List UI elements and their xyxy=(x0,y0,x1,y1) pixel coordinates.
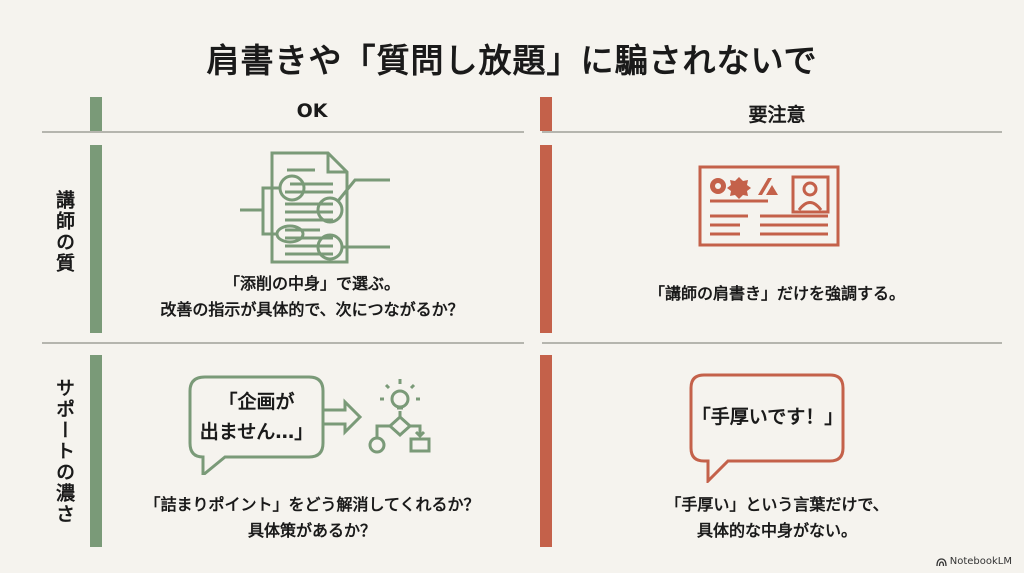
caution-row-bar xyxy=(540,145,552,333)
caution-caption-support-depth: 「手厚い」という言葉だけで、 具体的な中身がない。 xyxy=(665,495,889,540)
ok-caption-support-depth: 「詰まりポイント」をどう解消してくれるか？ 具体策があるか？ xyxy=(144,495,480,540)
divider xyxy=(542,342,1002,344)
row-label-support-depth: サポートの濃さ xyxy=(53,378,75,525)
ok-row-bar xyxy=(90,145,102,333)
ok-column-header: OK xyxy=(296,100,328,122)
business-card-icon xyxy=(698,165,840,247)
annotated-document-icon xyxy=(240,151,390,264)
row-label-teacher-quality: 講師の質 xyxy=(53,190,75,274)
speech-bubble-icon xyxy=(689,373,845,483)
brand-watermark: NotebookLM xyxy=(936,556,1012,567)
divider xyxy=(42,342,524,344)
ok-caption-teacher-quality: 「添削の中身」で選ぶ。 改善の指示が具体的で、次につながるか？ xyxy=(160,274,464,319)
ok-header-bar xyxy=(90,97,102,131)
divider xyxy=(42,131,524,133)
page-title: 肩書きや「質問し放題」に騙されないで xyxy=(206,41,818,80)
caution-caption-teacher-quality: 「講師の肩書き」だけを強調する。 xyxy=(648,284,905,303)
ok-row-bar xyxy=(90,355,102,547)
speech-bubble-flowchart-icon xyxy=(188,375,431,475)
caution-header-bar xyxy=(540,97,552,131)
notebooklm-logo-icon xyxy=(936,557,947,566)
ok-bubble-text: 「企画が 出ません…」 xyxy=(199,391,314,443)
divider xyxy=(542,131,1002,133)
caution-row-bar xyxy=(540,355,552,547)
caution-column-header: 要注意 xyxy=(748,104,806,126)
caution-bubble-text: 「手厚いです！」 xyxy=(691,406,844,428)
